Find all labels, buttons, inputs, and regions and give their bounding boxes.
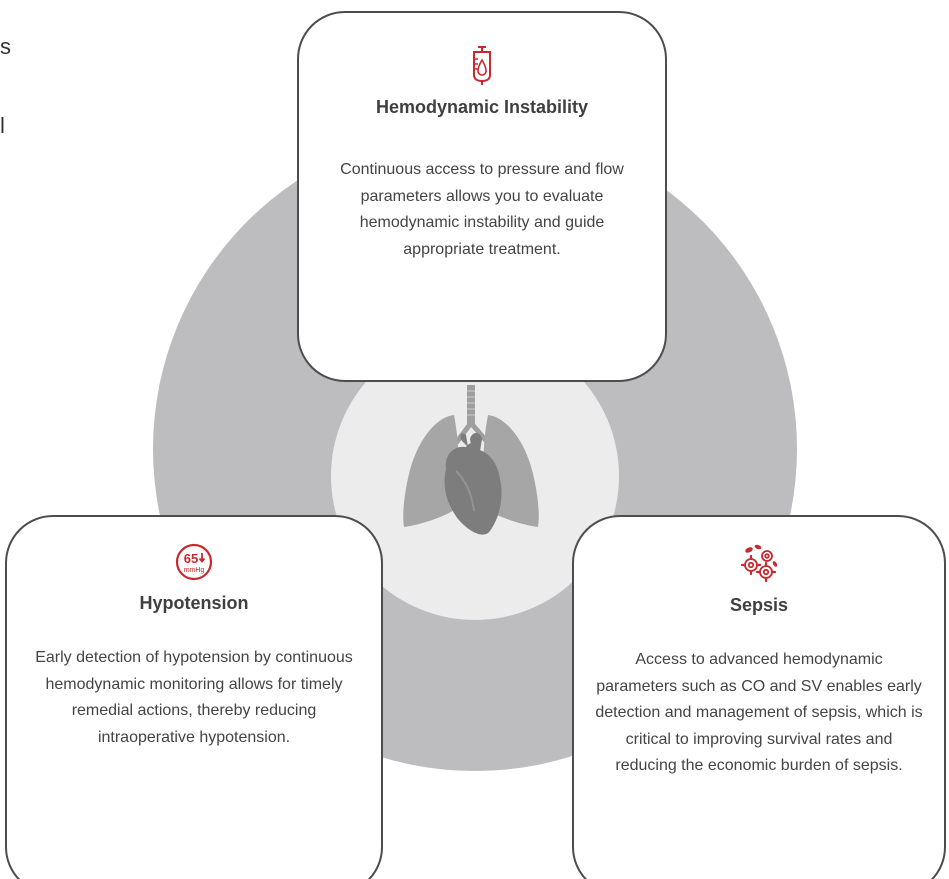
card-body: Early detection of hypotension by contin… [35,649,353,746]
clipped-edge-text: s [0,34,11,59]
card-title: Hemodynamic Instability [375,97,589,117]
iv-drip-icon [473,46,491,85]
clipped-edge-text: l [0,113,5,138]
heart-lungs-icon [403,385,539,535]
icon-value: 65 [184,551,198,566]
icon-unit: mmHg [184,567,205,574]
bacteria-cells-icon [740,544,778,583]
card-hemodynamic-instability: Hemodynamic Instability Continuous acces… [297,11,667,382]
card-title: Hypotension [139,593,249,613]
card-body: Continuous access to pressure and flow p… [340,161,624,258]
card-body: Access to advanced hemodynamic parameter… [595,651,923,774]
card-sepsis: Sepsis Access to advanced hemodynamic pa… [572,515,946,879]
blood-pressure-65-icon: 65 mmHg [175,543,213,581]
card-hypotension: 65 mmHg Hypotension Early detection of h… [5,515,383,879]
card-title: Sepsis [729,595,789,615]
